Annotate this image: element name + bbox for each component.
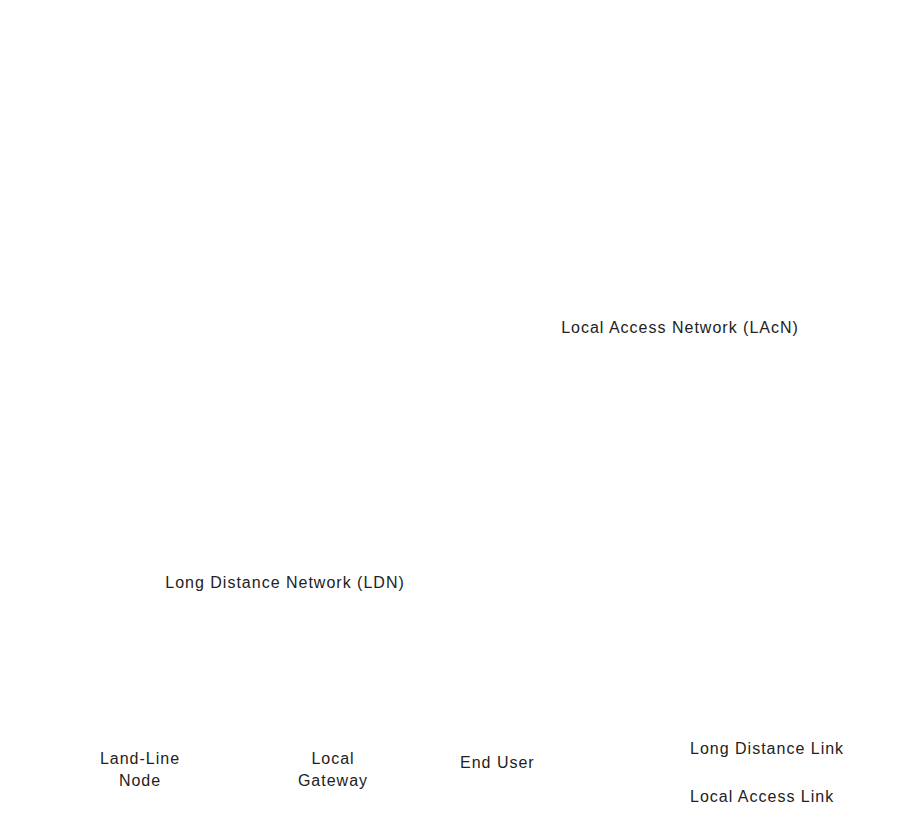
legend-item: Local Gateway	[285, 748, 381, 791]
network-region: Long Distance Network (LDN)	[7, 52, 659, 704]
legend-item: Land-Line Node	[92, 748, 188, 791]
legend-item: Long Distance Link	[690, 738, 844, 760]
legend-label: Long Distance Link	[690, 738, 844, 760]
legend-label: Land-Line Node	[92, 748, 188, 791]
legend-label: Local Access Link	[690, 786, 834, 808]
region-label: Local Access Network (LAcN)	[561, 317, 799, 339]
legend-item: Local Access Link	[690, 786, 834, 808]
legend-item: End User	[460, 752, 535, 774]
region-circle	[7, 52, 659, 704]
network-region: Local Access Network (LAcN)	[488, 0, 910, 392]
legend-label: Local Gateway	[285, 748, 381, 791]
legend-label: End User	[460, 752, 535, 774]
region-label: Long Distance Network (LDN)	[165, 572, 405, 594]
